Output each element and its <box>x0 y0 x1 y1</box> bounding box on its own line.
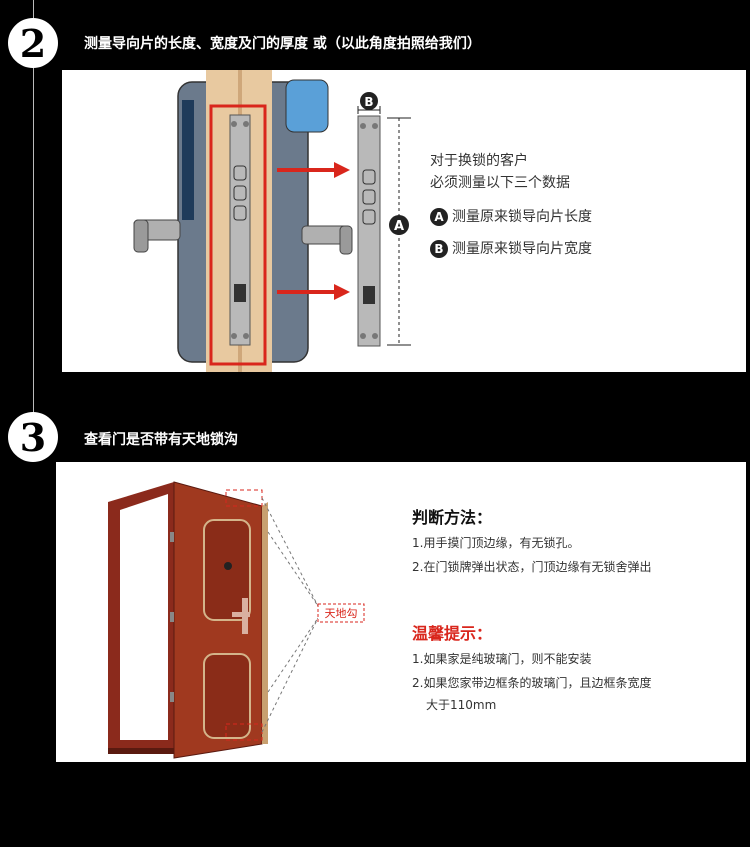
dimension-a-label: A <box>394 219 404 234</box>
tip-1: 1.如果家是纯玻璃门，则不能安装 <box>412 652 592 666</box>
door-illustration: 天地勾 <box>108 481 365 759</box>
method-1: 1.用手摸门顶边缘，有无锁孔。 <box>412 536 580 550</box>
tip-2b: 大于110mm <box>426 698 497 712</box>
item-a-text: 测量原来锁导向片长度 <box>452 209 592 225</box>
method-2: 2.在门锁牌弹出状态，门顶边缘有无锁舍弹出 <box>412 560 652 574</box>
callout-label: 天地勾 <box>325 607 358 620</box>
method-heading: 判断方法： <box>412 508 493 527</box>
tip-2a: 2.如果您家带边框条的玻璃门，且边框条宽度 <box>412 676 652 690</box>
step-2-badge: 2 <box>8 18 58 68</box>
step-2-title: 测量导向片的长度、宽度及门的厚度 或（以此角度拍照给我们） <box>84 36 481 52</box>
timeline-line <box>33 0 34 420</box>
item-a-badge: A <box>430 208 448 226</box>
item-b-badge: B <box>430 240 448 258</box>
step-3-badge: 3 <box>8 412 58 462</box>
tip-heading: 温馨提示： <box>412 624 493 643</box>
info-line-2: 必须测量以下三个数据 <box>430 175 570 191</box>
info-line-1: 对于换锁的客户 <box>430 153 528 169</box>
step-3-title: 查看门是否带有天地锁沟 <box>84 432 238 448</box>
lock-measure-illustration: A B <box>133 70 411 372</box>
step-3-panel: 天地勾 判断方法： 1.用手摸门顶边缘，有无锁孔。 2.在门锁牌弹出状态，门顶边… <box>56 462 746 762</box>
dimension-b-label: B <box>364 95 373 109</box>
item-b-text: 测量原来锁导向片宽度 <box>452 241 592 257</box>
